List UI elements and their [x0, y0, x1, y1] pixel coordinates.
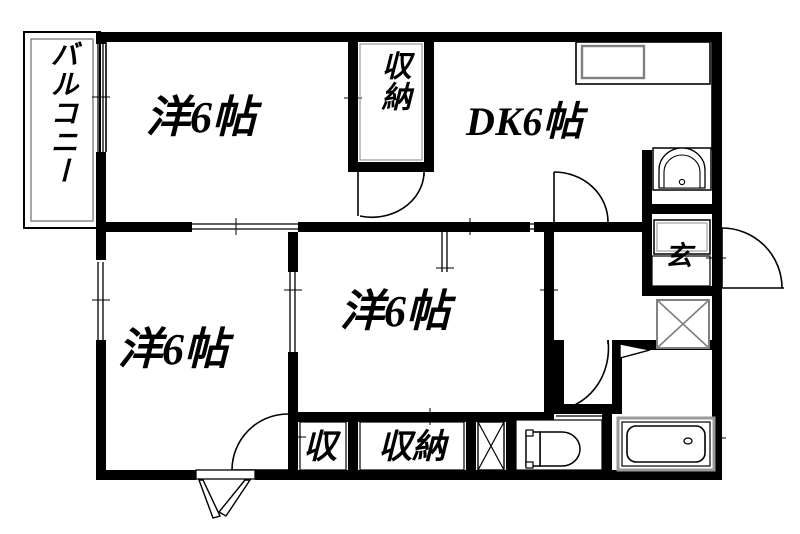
- room-label-dining-kitchen: DK6帖: [466, 99, 584, 144]
- structural-walls: [96, 32, 722, 480]
- door-dk[interactable]: [553, 171, 609, 223]
- folding-door-mark: [619, 343, 651, 359]
- area-label-entrance: 玄: [665, 241, 692, 271]
- sliding-door-closet-small[interactable]: [290, 413, 348, 438]
- closet-top-inner-outline: [359, 43, 423, 161]
- room-label-center-western-room: 洋6帖: [340, 287, 450, 336]
- area-label-closet-top: 収納: [376, 50, 410, 113]
- area-label-closet-bottom-small: 収: [303, 429, 337, 466]
- door-corridor[interactable]: [553, 339, 610, 412]
- sliding-door-balcony[interactable]: [92, 44, 110, 152]
- balcony-outline: [23, 31, 101, 229]
- closet-bottom-inner-outlines: [299, 421, 465, 471]
- wash-basin-fixture: [652, 147, 712, 191]
- sliding-door-center-east[interactable]: [540, 234, 558, 340]
- kitchen-counter-fixture: [575, 41, 711, 85]
- room-label-north-western-room: 洋6帖: [146, 93, 256, 142]
- room-label-southwest-western-room: 洋6帖: [118, 325, 228, 374]
- sliding-door-north-room[interactable]: [192, 218, 350, 235]
- sliding-doors[interactable]: [92, 44, 726, 458]
- sliding-window-sw-room[interactable]: [92, 262, 110, 340]
- sliding-door-corridor[interactable]: [436, 232, 454, 272]
- door-closet-top[interactable]: [357, 172, 425, 219]
- casement-window-fixture[interactable]: [195, 469, 256, 519]
- sliding-door-dk-south[interactable]: [434, 218, 534, 235]
- washing-machine-space: [656, 299, 710, 349]
- bathtub-fixture: [616, 416, 716, 472]
- door-entrance[interactable]: [721, 227, 784, 289]
- sliding-door-sw-center[interactable]: [284, 234, 302, 352]
- area-label-closet-bottom-large: 収納: [378, 429, 446, 466]
- sliding-door-closet-top[interactable]: [344, 44, 362, 162]
- utility-space-square: [477, 421, 505, 471]
- shoe-cabinet-fixture: [653, 219, 711, 255]
- toilet-fixture: [515, 419, 603, 471]
- entrance-inner-outline: [651, 255, 711, 287]
- area-label-balcony: バルコニー: [46, 40, 78, 186]
